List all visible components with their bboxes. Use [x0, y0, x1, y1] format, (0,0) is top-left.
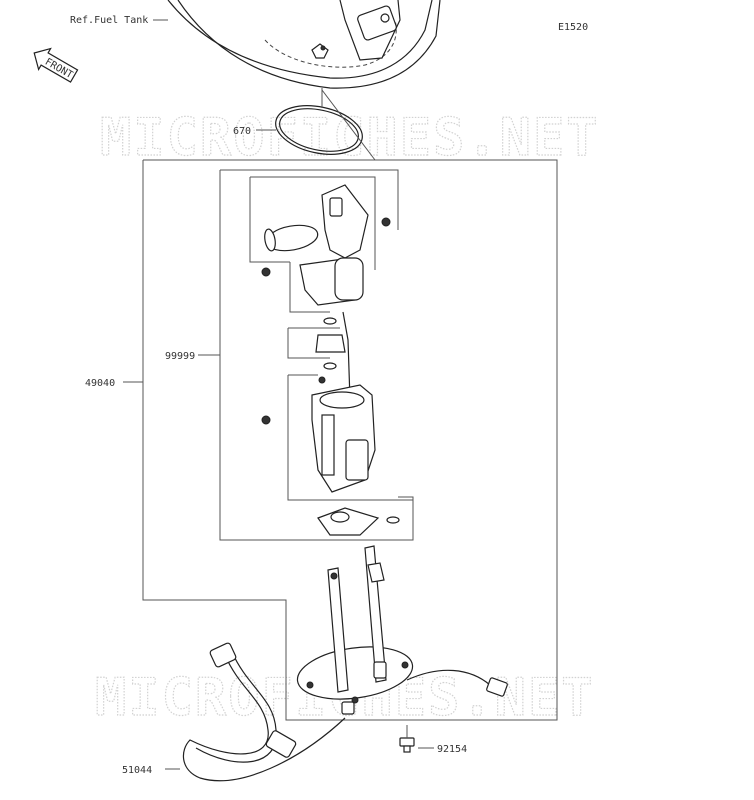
- part-number-670: 670: [233, 126, 251, 137]
- front-direction-indicator: FRONT: [33, 47, 79, 83]
- part-number-99999: 99999: [165, 351, 195, 362]
- fuel-tank-reference: [167, 0, 441, 89]
- watermark-top: MICROFICHES.NET: [100, 108, 600, 168]
- diagram-code: E1520: [558, 22, 588, 33]
- part-number-49040: 49040: [85, 378, 115, 389]
- bolt-92154: [399, 737, 415, 753]
- fuel-pump: [261, 376, 376, 493]
- pump-flange-assembly: [296, 545, 508, 715]
- pump-filter: [317, 507, 400, 536]
- pump-head-assembly: [261, 184, 391, 306]
- fuel-hose-51044: [182, 642, 346, 782]
- part-number-51044: 51044: [122, 765, 152, 776]
- pressure-regulator: [315, 311, 351, 401]
- reference-label: Ref.Fuel Tank: [70, 15, 148, 26]
- part-number-92154: 92154: [437, 744, 467, 755]
